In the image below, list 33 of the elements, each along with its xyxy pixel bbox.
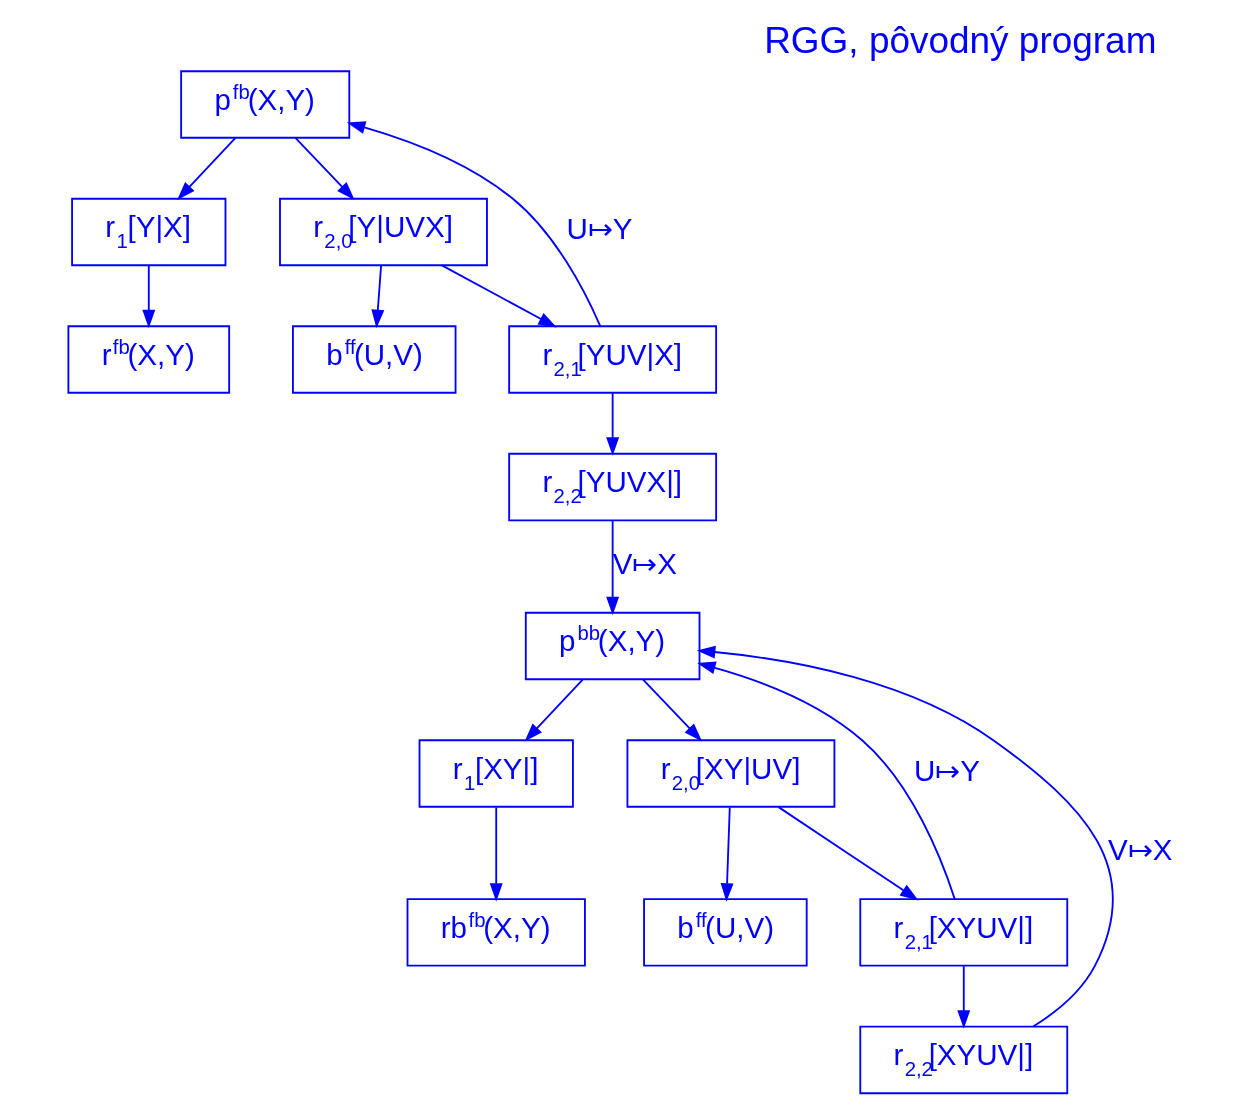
arrow bbox=[777, 806, 919, 901]
arrow bbox=[606, 392, 620, 456]
diagram-title: RGG, pôvodný program bbox=[764, 19, 1157, 61]
node-box: r$_{1}$[XY|] bbox=[418, 739, 574, 808]
edge-label: U↦Y bbox=[913, 753, 980, 787]
node-box: b$^{ff}$(U,V) bbox=[292, 325, 457, 394]
arrow bbox=[697, 661, 956, 901]
node-box: r$_{2,1}$[XYUV|] bbox=[859, 898, 1069, 967]
node-box: b$^{ff}$(U,V) bbox=[643, 898, 808, 967]
arrow bbox=[371, 264, 385, 329]
edge-label: U↦Y bbox=[566, 212, 633, 246]
arrow bbox=[346, 121, 602, 327]
node-box: r$_{1}$[Y|X] bbox=[71, 197, 227, 267]
node-box: r$_{2,1}$[YUV|X] bbox=[508, 325, 718, 394]
node-box: r$_{2,0}$[Y|UVX] bbox=[279, 197, 488, 267]
arrow bbox=[489, 806, 503, 902]
arrow bbox=[696, 645, 1114, 1028]
arrow bbox=[440, 264, 557, 328]
arrow bbox=[642, 678, 703, 742]
node-box: rb$^{fb}$(X,Y) bbox=[406, 898, 586, 967]
node-box: r$_{2,2}$[XYUV|] bbox=[859, 1025, 1069, 1095]
node-box: p$^{bb}$(X,Y) bbox=[524, 611, 701, 681]
arrow bbox=[142, 264, 156, 329]
edge-label: V↦X bbox=[1107, 832, 1173, 866]
node-box: r$^{fb}$(X,Y) bbox=[67, 325, 231, 394]
node-box: p$^{fb}$(X,Y) bbox=[180, 70, 351, 139]
arrow bbox=[606, 520, 620, 616]
arrow bbox=[957, 965, 971, 1029]
arrow bbox=[294, 137, 355, 200]
arrow bbox=[720, 806, 734, 902]
arrow bbox=[524, 678, 584, 742]
arrow bbox=[177, 137, 237, 200]
node-box: r$_{2,2}$[YUVX|] bbox=[508, 452, 718, 522]
